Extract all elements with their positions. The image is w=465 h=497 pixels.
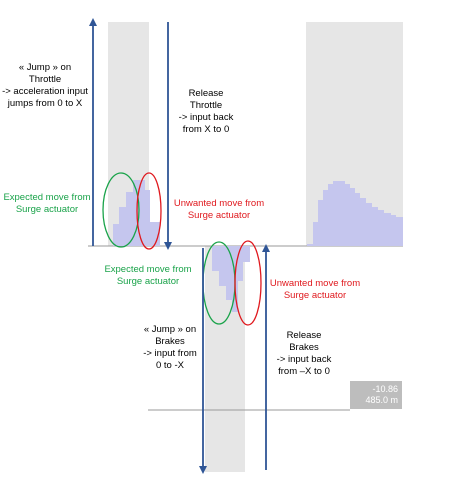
top-right-hump [307,181,403,246]
bottom-staircase-bars [212,246,250,312]
unwanted-move-ellipse-bottom [234,240,262,326]
expected-move-ellipse-top [102,172,140,248]
unwanted-move-ellipse-top [136,172,162,250]
readout-line-2: 485.0 m [365,395,398,405]
readout-line-1: -10.86 [372,384,398,394]
value-readout: -10.86 485.0 m [350,381,402,409]
